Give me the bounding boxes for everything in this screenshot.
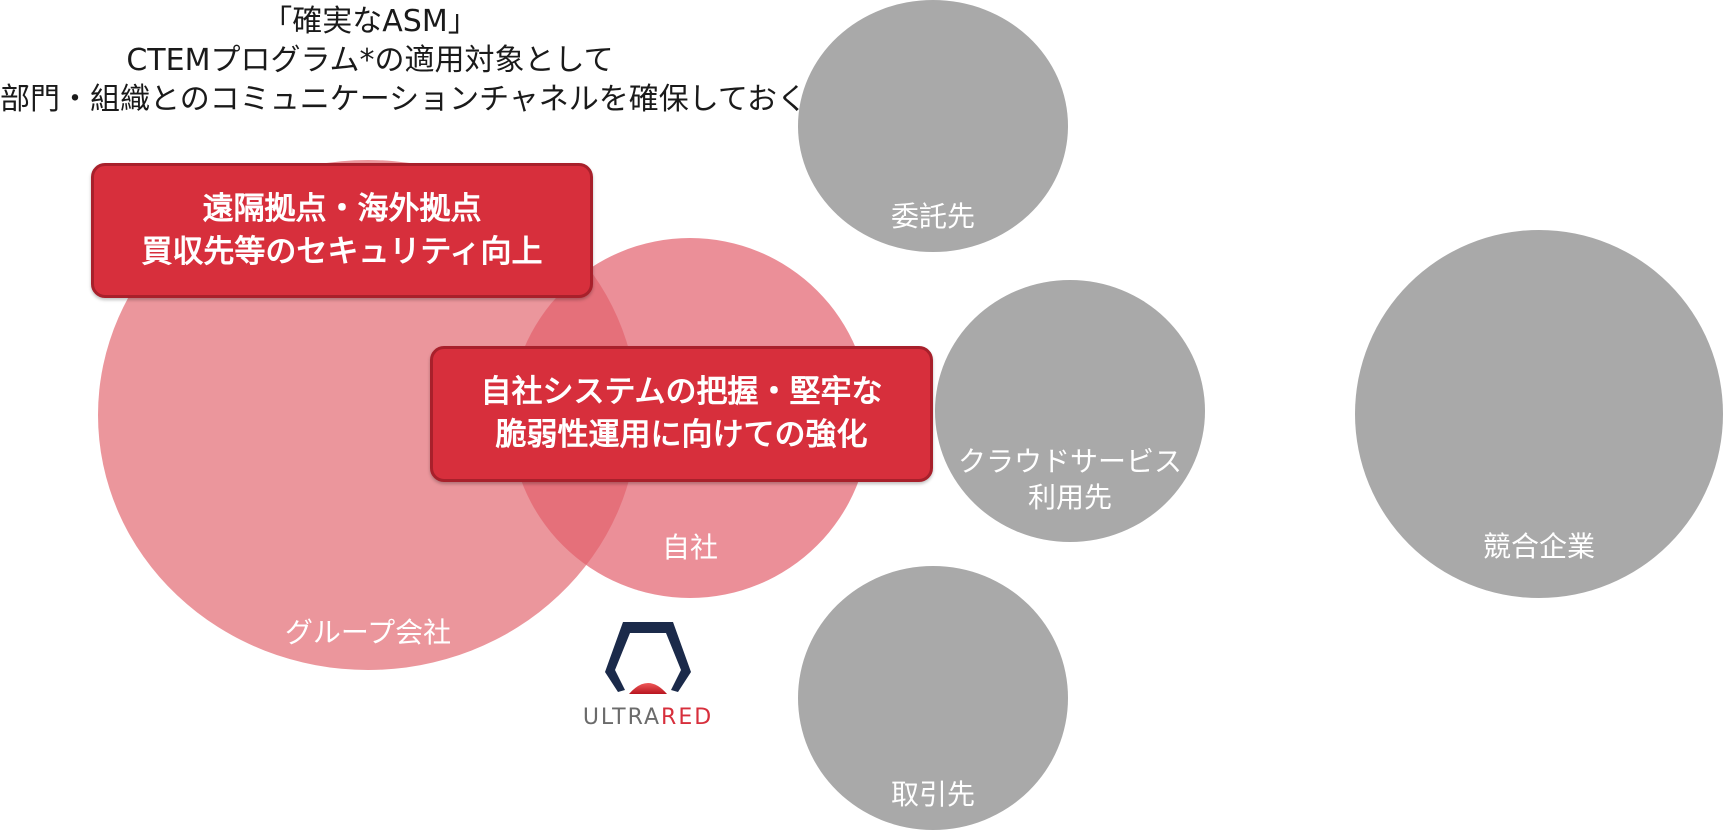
own-system-callout-line-2: 脆弱性運用に向けての強化 — [495, 417, 868, 453]
remote-site-callout-line-1: 遠隔拠点・海外拠点 — [202, 190, 482, 227]
own-company-label: 自社 — [661, 531, 718, 564]
own-system-callout: 自社システムの把握・堅牢な 脆弱性運用に向けての強化 — [430, 346, 933, 482]
heading-line-2: CTEMプログラム*の適用対象として — [126, 43, 614, 78]
contractor-circle — [798, 0, 1068, 252]
competitor-circle — [1355, 230, 1723, 598]
supplier-label: 取引先 — [890, 778, 975, 811]
logo-text-red: RED — [661, 705, 714, 730]
cloud-service-label-line-1: クラウドサービス — [957, 445, 1182, 478]
supplier-circle — [798, 566, 1068, 830]
own-system-callout-line-1: 自社システムの把握・堅牢な — [480, 374, 883, 410]
heading-line-1: 「確実なASM」 — [262, 4, 478, 39]
competitor-label: 競合企業 — [1482, 530, 1595, 563]
group-company-label: グループ会社 — [284, 616, 452, 649]
heading-line-3: 部門・組織とのコミュニケーションチャネルを確保しておく — [0, 82, 807, 117]
remote-site-callout: 遠隔拠点・海外拠点 買収先等のセキュリティ向上 — [91, 163, 593, 298]
diagram-heading: 「確実なASM」 CTEMプログラム*の適用対象として 部門・組織とのコミュニケ… — [0, 2, 807, 119]
cloud-service-label-line-2: 利用先 — [1027, 481, 1112, 514]
contractor-label: 委託先 — [890, 200, 975, 233]
ultrared-logo-text: ULTRARED — [582, 705, 714, 730]
ultrared-logo-icon — [605, 622, 691, 694]
cloud-service-circle — [935, 280, 1205, 542]
remote-site-callout-line-2: 買収先等のセキュリティ向上 — [141, 233, 543, 270]
cloud-service-label: クラウドサービス 利用先 — [945, 444, 1195, 516]
logo-text-ultra: ULTRA — [582, 705, 662, 730]
